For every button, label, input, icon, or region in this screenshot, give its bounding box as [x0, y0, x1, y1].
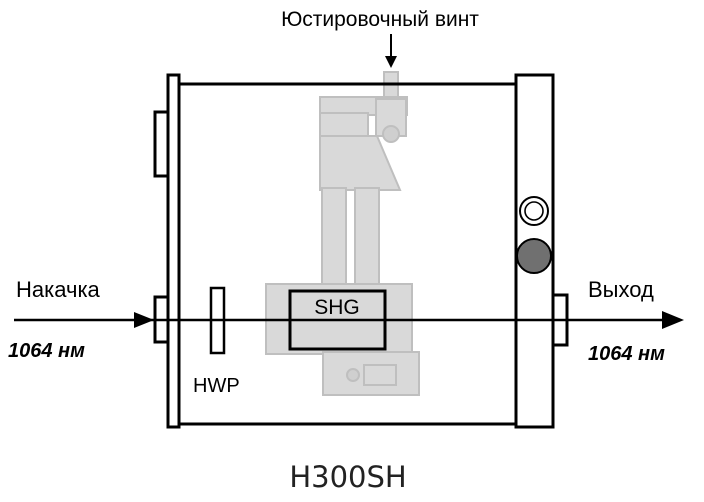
mount-right-post — [354, 187, 380, 287]
output-label: Выход — [588, 277, 654, 302]
shg-label: SHG — [314, 296, 360, 319]
status-led-filled — [516, 238, 552, 274]
pump-wavelength-label: 1064 нм — [8, 340, 85, 362]
mount-left-post — [321, 187, 347, 287]
hwp-label: HWP — [193, 375, 240, 397]
mount-bottom-knob — [363, 364, 397, 386]
beam-arrowhead-output — [662, 311, 684, 329]
pump-label: Накачка — [16, 277, 101, 302]
model-label: H300SH — [289, 460, 406, 494]
mount-wedge — [319, 135, 402, 191]
mount-upper-block — [319, 112, 369, 137]
housing-left-wall — [166, 73, 181, 429]
adjust-screw-label: Юстировочный винт — [281, 8, 479, 31]
beam-arrowhead-input — [134, 312, 154, 328]
status-led-open — [519, 196, 549, 226]
left-wall-tab — [153, 110, 170, 178]
mount-lower-pin — [346, 368, 360, 382]
adjust-screw-arrowhead — [385, 56, 397, 68]
output-wavelength-label: 1064 нм — [588, 343, 665, 365]
mount-upper-pin — [382, 125, 400, 143]
status-led-inner-ring — [524, 201, 544, 221]
